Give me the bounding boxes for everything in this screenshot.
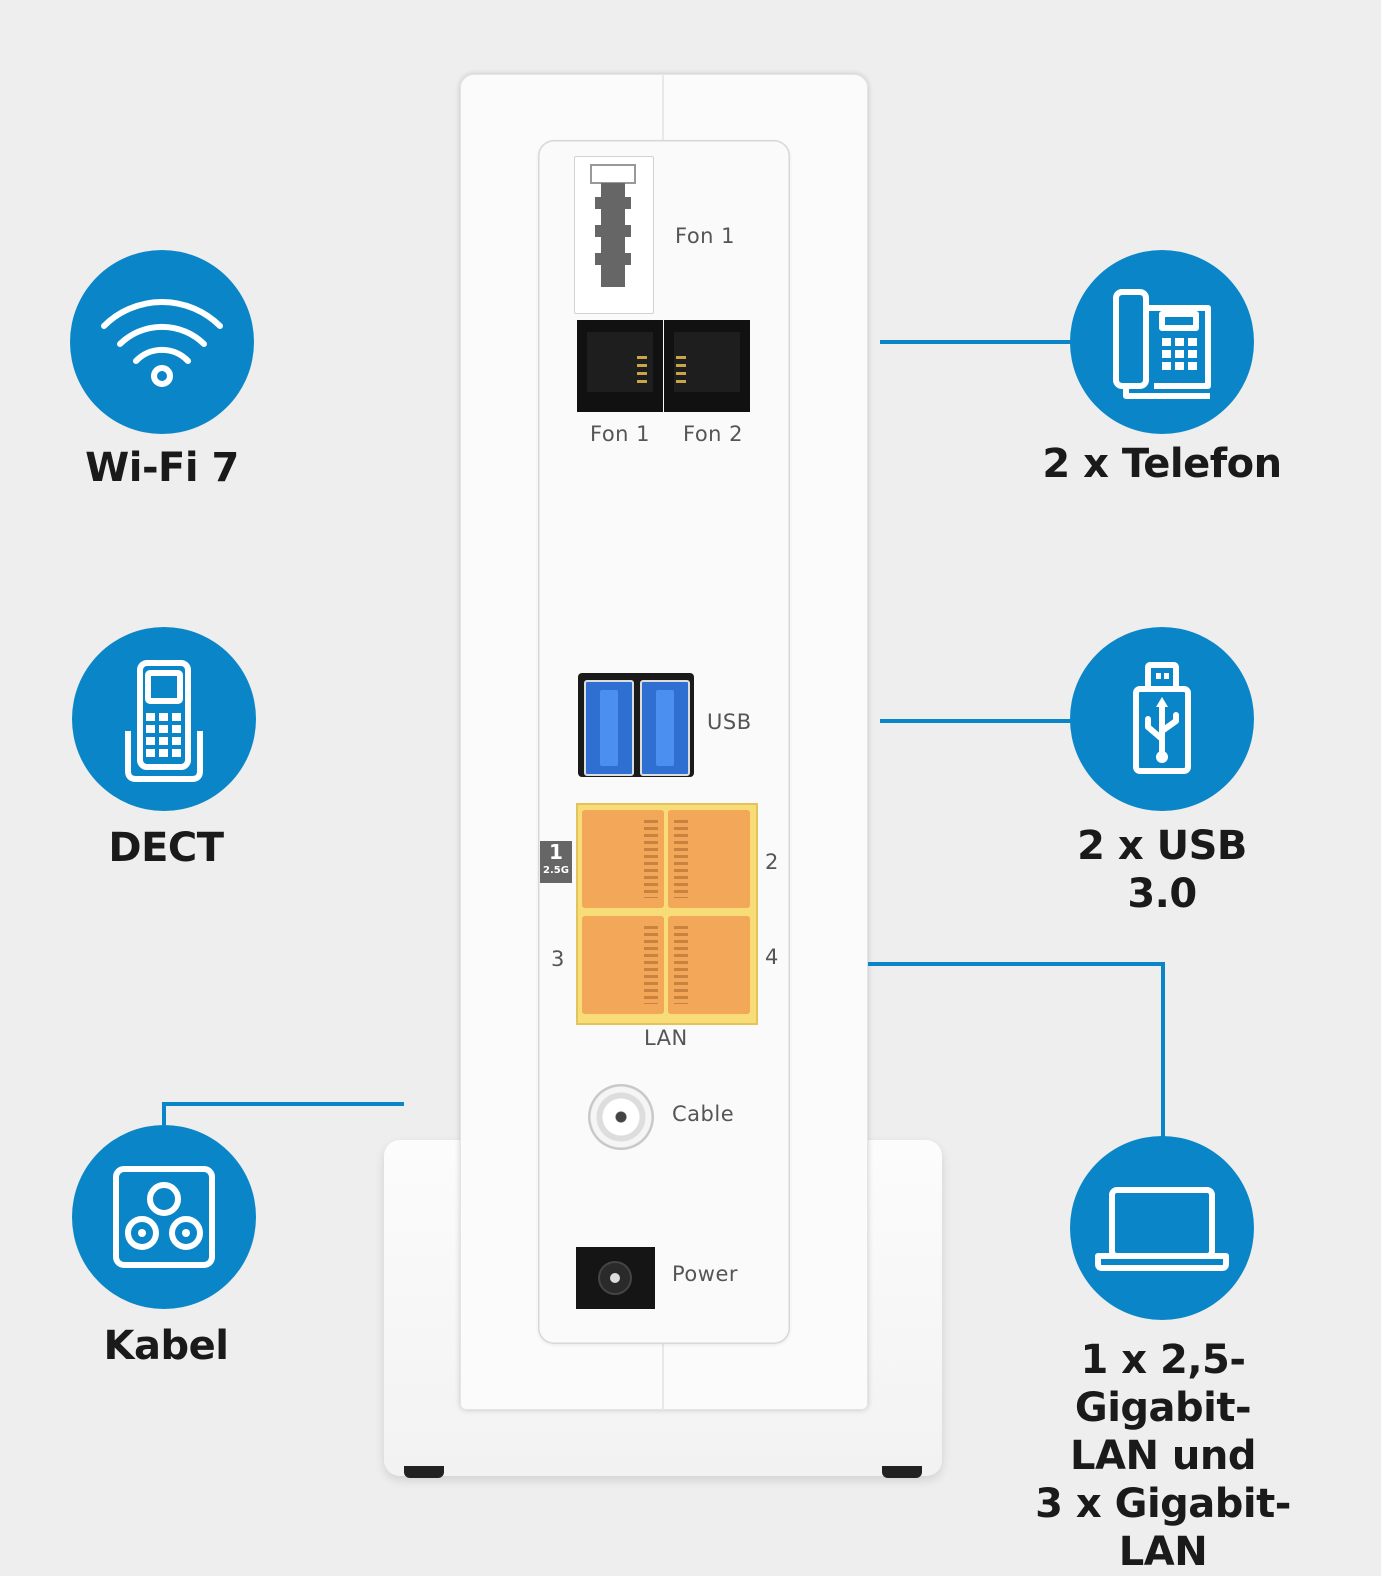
- dect-handset-icon: [125, 660, 203, 782]
- lan-port-3-number: 3: [551, 947, 565, 971]
- lan-feature: [1070, 1136, 1254, 1320]
- fon2-rj-port: [664, 320, 750, 412]
- lan-port-2-number: 2: [765, 850, 779, 874]
- lan-port-3: [582, 916, 664, 1014]
- lan-connector-horizontal: [868, 962, 1165, 966]
- kabel-label: Kabel: [103, 1323, 229, 1369]
- dect-feature: [72, 627, 256, 811]
- fon1-tae-port: [574, 156, 654, 314]
- coax-outlet-icon: [113, 1166, 215, 1268]
- lan-label-line-2: LAN und: [1070, 1433, 1256, 1479]
- fon1-rj-label: Fon 1: [590, 422, 651, 446]
- lan-label: LAN: [644, 1026, 688, 1050]
- lan-label-line-3: 3 x Gigabit-LAN: [1035, 1481, 1291, 1575]
- lan-feature-label: 1 x 2,5-Gigabit- LAN und 3 x Gigabit-LAN: [1000, 1336, 1326, 1576]
- power-jack: [576, 1247, 655, 1309]
- cable-coax-port: [588, 1084, 654, 1150]
- usb-port-2: [640, 680, 690, 776]
- stand-foot-left: [404, 1466, 444, 1478]
- wifi-label: Wi-Fi 7: [85, 445, 239, 491]
- lan-port-4-number: 4: [765, 945, 779, 969]
- telefon-feature: [1070, 250, 1254, 434]
- usb-label: USB: [707, 710, 752, 734]
- usb-connector: [880, 719, 1072, 723]
- lan-port-block: [576, 803, 758, 1025]
- usb-label-feature: 2 x USB 3.0: [1077, 823, 1247, 917]
- wifi-feature: [70, 250, 254, 434]
- body-seam-top: [662, 74, 664, 140]
- usb-stick-icon: [1133, 662, 1191, 774]
- kabel-feature: [72, 1125, 256, 1309]
- dect-label: DECT: [108, 825, 224, 871]
- fon2-rj-label: Fon 2: [683, 422, 744, 446]
- lan-2-5g-badge: 1 2.5G: [540, 841, 572, 883]
- telefon-label: 2 x Telefon: [1042, 441, 1282, 487]
- fon1-rj-port: [577, 320, 663, 412]
- fon1-tae-label: Fon 1: [675, 224, 736, 248]
- badge-port-number: 1: [549, 840, 563, 864]
- laptop-icon: [1095, 1187, 1229, 1271]
- lan-connector-vertical: [1161, 962, 1165, 1138]
- usb-feature: [1070, 627, 1254, 811]
- stand-foot-right: [882, 1466, 922, 1478]
- desk-phone-icon: [1113, 289, 1211, 399]
- kabel-connector-vertical: [162, 1102, 166, 1130]
- wifi-icon: [101, 298, 223, 387]
- lan-port-1: [582, 810, 664, 908]
- cable-label: Cable: [672, 1102, 735, 1126]
- lan-port-4: [668, 916, 750, 1014]
- telefon-connector: [880, 340, 1072, 344]
- kabel-connector-horizontal: [162, 1102, 404, 1106]
- lan-port-2: [668, 810, 750, 908]
- badge-speed: 2.5G: [543, 865, 569, 876]
- body-seam-bottom: [662, 1344, 664, 1410]
- usb-port-1: [584, 680, 634, 776]
- lan-label-line-1: 1 x 2,5-Gigabit-: [1074, 1337, 1252, 1431]
- power-label: Power: [672, 1262, 738, 1286]
